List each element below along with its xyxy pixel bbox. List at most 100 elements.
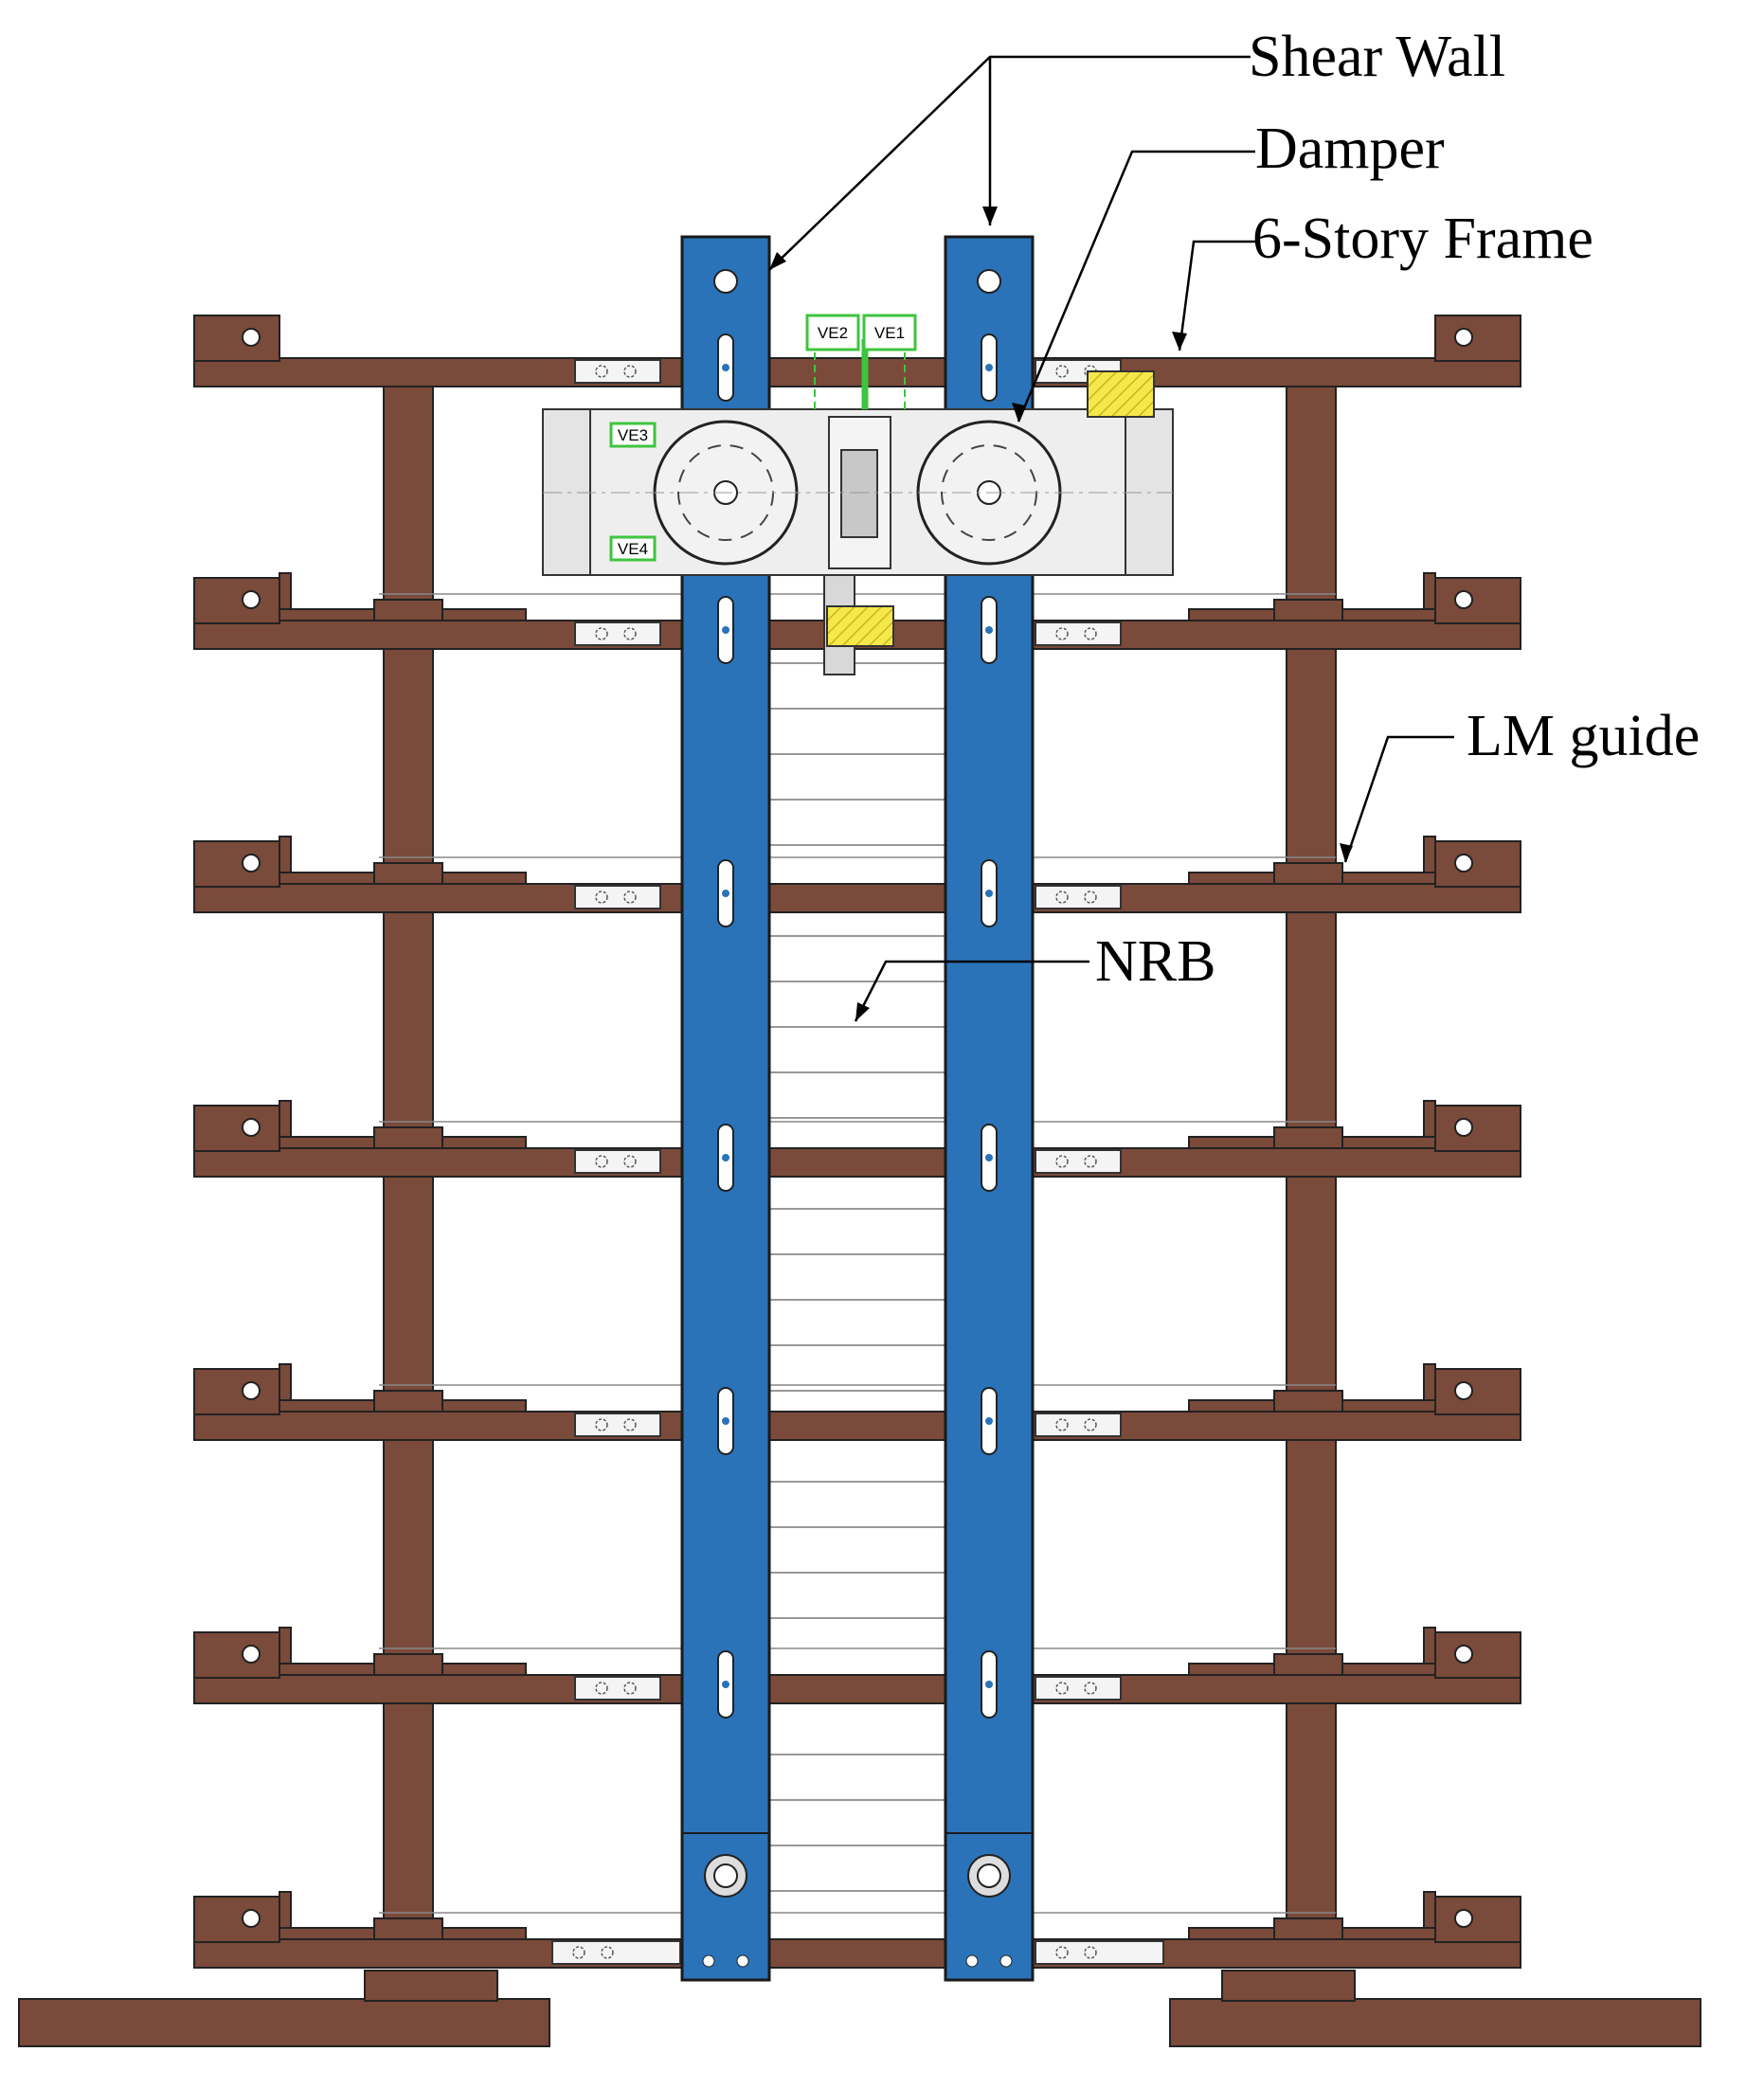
beam-end-block — [1434, 1896, 1521, 1943]
beam-end-block — [193, 1105, 280, 1152]
damper-label: Damper — [1255, 117, 1445, 181]
nrb-rungs — [769, 662, 945, 1892]
plate-bolt — [623, 627, 637, 640]
connector-plate — [1035, 621, 1122, 646]
floor-beam — [193, 1411, 1521, 1441]
plate-bolt — [595, 1155, 608, 1168]
plate-bolt — [1084, 1155, 1097, 1168]
sensor-tag-ve1 — [862, 314, 917, 351]
sensor-tag-ve3 — [609, 422, 657, 448]
bolt-hole — [242, 1118, 261, 1137]
slot-pin — [985, 890, 993, 897]
plate-bolt — [1055, 365, 1069, 378]
lm-block — [1273, 1917, 1343, 1940]
connector-plate — [574, 1413, 661, 1437]
slot-pin — [985, 1154, 993, 1161]
plate-bolt — [1055, 627, 1069, 640]
sensor-tag-ve2-label: VE2 — [818, 324, 848, 342]
beam-end-block — [193, 1631, 280, 1679]
lm-block — [1273, 1126, 1343, 1149]
plate-bolt — [1055, 1418, 1069, 1431]
floor-2 — [193, 836, 1521, 913]
plate-bolt — [1084, 1682, 1097, 1695]
plate-bolt — [601, 1946, 614, 1959]
lm-block — [373, 1917, 443, 1940]
sensor-tag-ve4-label: VE4 — [618, 540, 648, 558]
bolt-hole — [1454, 1381, 1473, 1400]
plate-bolt — [595, 365, 608, 378]
beam-end-block — [1434, 1631, 1521, 1679]
plate-bolt — [1055, 1155, 1069, 1168]
floor-6 — [193, 1891, 1521, 1969]
bolt-hole — [1454, 590, 1473, 609]
sensor-tag-ve3-label: VE3 — [618, 426, 648, 444]
connector-plate — [1035, 1149, 1122, 1174]
plate-bolt — [595, 627, 608, 640]
plate-bolt — [1055, 1946, 1069, 1959]
floor-beam — [193, 883, 1521, 913]
floor-beam — [193, 357, 1521, 387]
beam-end-block — [193, 577, 280, 624]
connector-plate — [1035, 1413, 1122, 1437]
bolt-hole — [242, 328, 261, 347]
plate-bolt — [623, 1155, 637, 1168]
bolt-hole — [1454, 1118, 1473, 1137]
bolt-hole — [1454, 328, 1473, 347]
slot-pin — [722, 626, 729, 634]
beam-end-block — [193, 315, 280, 362]
connector-plate — [574, 359, 661, 384]
beam-end-block — [1434, 840, 1521, 888]
bolt-hole — [1454, 854, 1473, 873]
lm-block — [1273, 1390, 1343, 1413]
shear-wall-label: Shear Wall — [1249, 25, 1505, 89]
slot-pin — [722, 1154, 729, 1161]
bolt-hole — [242, 590, 261, 609]
sensor-tags: VE2 VE1 VE3 VE4 — [609, 314, 917, 562]
slot-pin — [722, 890, 729, 897]
slot-pin — [722, 1681, 729, 1688]
slot-pin — [985, 1681, 993, 1688]
plate-bolt — [595, 891, 608, 904]
connector-plate — [574, 621, 661, 646]
leader-arrowheads — [769, 207, 1353, 1021]
beam-end-block — [1434, 1105, 1521, 1152]
floor-beam — [193, 1147, 1521, 1178]
connector-plate — [574, 885, 661, 909]
plate-bolt — [1055, 1682, 1069, 1695]
beam-end-block — [1434, 577, 1521, 624]
lm-block — [373, 599, 443, 621]
plate-bolt — [623, 891, 637, 904]
bolt-hole — [242, 1645, 261, 1664]
slot-pin — [722, 364, 729, 371]
nrb-label: NRB — [1095, 929, 1215, 994]
connector-plate — [1035, 1676, 1122, 1701]
lm-block — [373, 1390, 443, 1413]
connector-plate — [574, 1149, 661, 1174]
slot-pin — [985, 1417, 993, 1425]
floor-beam — [193, 1674, 1521, 1704]
floor-3 — [193, 1100, 1521, 1178]
leader-lines — [768, 55, 1454, 1022]
beam-end-block — [1434, 1368, 1521, 1415]
frame-floors — [193, 315, 1521, 1969]
beam-end-block — [193, 1368, 280, 1415]
lm-block — [373, 1126, 443, 1149]
plate-bolt — [595, 1418, 608, 1431]
beam-end-block — [193, 1896, 280, 1943]
slot-pin — [722, 1417, 729, 1425]
connector-plate — [1035, 1940, 1164, 1965]
wall-slots — [717, 333, 998, 1719]
plate-bolt — [1084, 627, 1097, 640]
connector-plate — [574, 1676, 661, 1701]
plate-bolt — [623, 1418, 637, 1431]
slot-pin — [985, 364, 993, 371]
lm-block — [1273, 599, 1343, 621]
floor-4 — [193, 1363, 1521, 1441]
sensor-tag-ve4 — [609, 535, 657, 562]
floor-0 — [193, 315, 1521, 387]
plate-bolt — [1055, 891, 1069, 904]
beam-end-block — [193, 840, 280, 888]
plate-bolt — [1084, 1946, 1097, 1959]
lm-block — [1273, 862, 1343, 885]
